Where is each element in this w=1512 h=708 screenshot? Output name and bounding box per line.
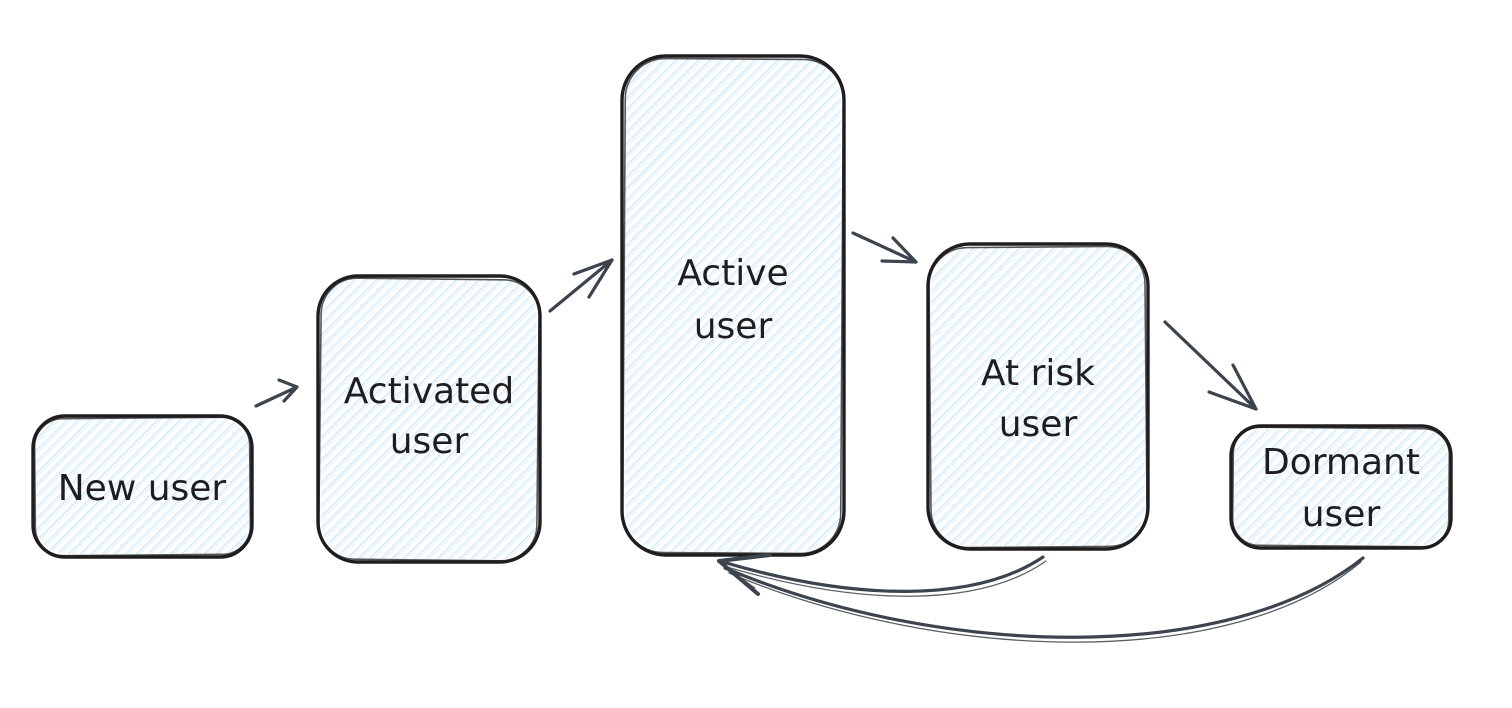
arrow-activated-to-active[interactable] — [548, 258, 614, 313]
node-activated-user[interactable]: Activated user — [316, 274, 542, 564]
node-box-border — [620, 54, 846, 557]
shared-return-arrowhead — [717, 553, 772, 596]
node-box-border-sketch — [33, 416, 252, 557]
node-box-border — [1229, 424, 1453, 550]
node-label-at-risk-user-line2: user — [999, 404, 1078, 445]
node-dormant-user[interactable]: Dormant user — [1229, 424, 1453, 550]
node-label-dormant-user-line1: Dormant — [1262, 442, 1420, 483]
arrow-at-risk-back-to-active[interactable] — [721, 555, 1047, 597]
node-box-border-sketch — [318, 277, 540, 562]
node-label-at-risk-user-line1: At risk — [981, 353, 1095, 394]
node-label-new-user: New user — [58, 468, 227, 509]
node-label-active-user-line1: Active — [677, 253, 788, 294]
node-box-border — [926, 242, 1150, 551]
arrowhead — [717, 553, 772, 596]
arrow-curve-sketch — [726, 560, 1047, 597]
node-box-hatch — [1234, 429, 1448, 545]
node-box-hatch — [931, 247, 1145, 546]
arrow-curve-sketch — [728, 561, 1362, 643]
arrow-at-risk-to-dormant[interactable] — [1163, 320, 1258, 411]
node-box-hatch — [625, 59, 841, 552]
arrow-curve — [723, 556, 1365, 639]
node-box-border-sketch — [1231, 426, 1451, 548]
node-at-risk-user[interactable]: At risk user — [926, 242, 1150, 551]
node-box-hatch — [321, 279, 537, 559]
node-box-border-sketch — [928, 245, 1148, 549]
node-label-dormant-user-line2: user — [1302, 494, 1381, 535]
node-box-border — [31, 414, 254, 559]
node-active-user[interactable]: Active user — [620, 54, 846, 557]
node-label-activated-user-line1: Activated — [344, 371, 514, 412]
node-box-hatch — [36, 419, 249, 554]
arrow-active-to-at-risk[interactable] — [851, 231, 918, 264]
arrow-dormant-back-to-active[interactable] — [723, 556, 1365, 643]
node-box-border — [316, 274, 542, 564]
arrow-new-to-activated[interactable] — [254, 378, 299, 408]
node-label-active-user-line2: user — [694, 306, 773, 347]
node-new-user[interactable]: New user — [31, 414, 254, 559]
node-box-border-sketch — [621, 57, 845, 555]
arrow-curve — [721, 555, 1045, 593]
arrowhead-sketch — [725, 567, 756, 589]
node-label-activated-user-line2: user — [390, 421, 469, 462]
